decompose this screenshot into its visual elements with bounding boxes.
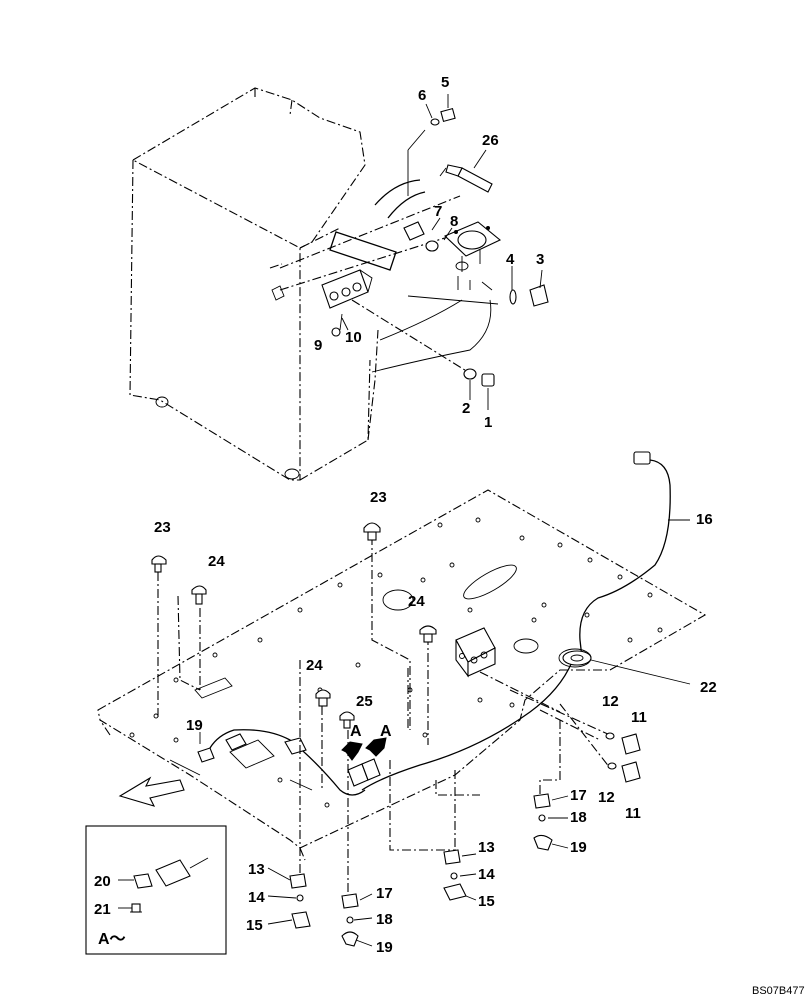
- callout-5: 5: [441, 74, 449, 91]
- view-a-connectors: [341, 737, 387, 787]
- callout-13-right: 13: [478, 839, 495, 856]
- tank-hoses: [279, 129, 499, 373]
- callout-11-upper: 11: [631, 709, 647, 726]
- callout-24-left: 24: [208, 553, 225, 570]
- callout-17-left: 17: [376, 885, 393, 902]
- callout-21: 21: [94, 901, 111, 918]
- sensor-26: [439, 164, 493, 193]
- valve-block-plate: [455, 627, 611, 736]
- callout-24-lower: 24: [306, 657, 323, 674]
- callout-7: 7: [434, 203, 442, 220]
- callout-19-bottom: 19: [376, 939, 393, 956]
- callout-19-left: 19: [186, 717, 203, 734]
- front-direction-arrow: [118, 776, 185, 807]
- floor-plate: [97, 489, 707, 861]
- callout-17-right: 17: [570, 787, 587, 804]
- callout-19-right: 19: [570, 839, 587, 856]
- view-markers: A A A～ BS07B477: [98, 723, 805, 997]
- port-block: [321, 269, 469, 373]
- callout-20: 20: [94, 873, 111, 890]
- callout-labels: 1 2 3 4 5 6 7 8 9 10 11 11 12 12 13 13 1…: [94, 74, 717, 956]
- callout-23-left: 23: [154, 519, 171, 536]
- callout-25: 25: [356, 693, 373, 710]
- drawing-code: BS07B477: [752, 985, 805, 997]
- callout-16: 16: [696, 511, 713, 528]
- view-marker-a-1: A: [350, 723, 362, 740]
- view-marker-a-2: A: [380, 723, 392, 740]
- suction-flange: [444, 221, 502, 291]
- plate-bolts: [151, 522, 437, 729]
- callout-9: 9: [314, 337, 322, 354]
- harness-16: [361, 451, 671, 791]
- callout-8: 8: [450, 213, 458, 230]
- callout-24-center: 24: [408, 593, 425, 610]
- callout-12-lower: 12: [598, 789, 615, 806]
- detail-view-label: A～: [98, 931, 126, 948]
- callout-14-left: 14: [248, 889, 265, 906]
- clamps-and-brackets: [289, 793, 553, 947]
- callout-2: 2: [462, 400, 470, 417]
- callout-1: 1: [484, 414, 492, 431]
- tank-outline: [129, 87, 379, 481]
- grommet-22: [562, 650, 691, 685]
- callout-15-left: 15: [246, 917, 263, 934]
- callout-15-right: 15: [478, 893, 495, 910]
- callout-10: 10: [345, 329, 362, 346]
- projection-lines: [157, 536, 611, 895]
- callout-18-right: 18: [570, 809, 587, 826]
- leader-lines: [118, 94, 690, 947]
- callout-3: 3: [536, 251, 544, 268]
- callout-11-lower: 11: [625, 805, 641, 822]
- callout-12-upper: 12: [602, 693, 619, 710]
- callout-26: 26: [482, 132, 499, 149]
- callout-14-right: 14: [478, 866, 495, 883]
- fittings-11-12: [605, 732, 641, 783]
- callout-22: 22: [700, 679, 717, 696]
- callout-6: 6: [418, 87, 426, 104]
- harness-left: [197, 729, 366, 796]
- callout-18-left: 18: [376, 911, 393, 928]
- callout-13-left: 13: [248, 861, 265, 878]
- callout-23-center: 23: [370, 489, 387, 506]
- small-fittings-upper: [331, 107, 549, 387]
- callout-4: 4: [506, 251, 515, 268]
- detail-view-box: [85, 825, 227, 955]
